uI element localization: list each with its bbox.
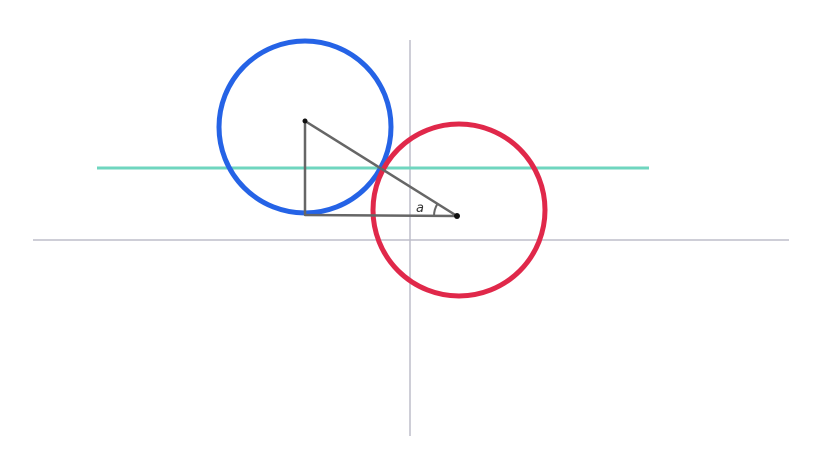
vertex-point-top bbox=[302, 118, 308, 124]
right-triangle bbox=[303, 119, 459, 218]
red-circle bbox=[370, 121, 548, 299]
angle-label: a bbox=[416, 201, 424, 216]
angle-arc bbox=[433, 203, 439, 217]
vertex-point-right bbox=[454, 213, 460, 219]
